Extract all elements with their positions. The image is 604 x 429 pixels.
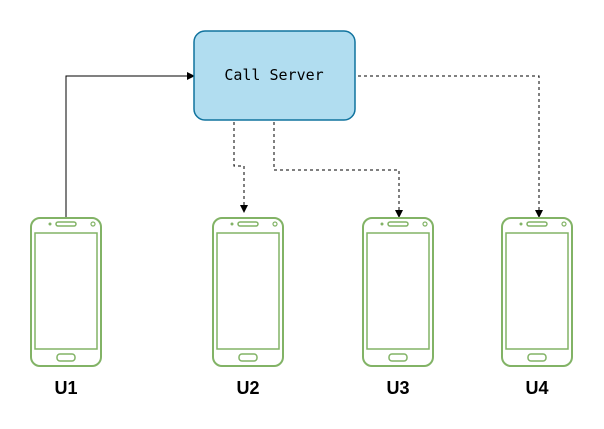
phone-sensor-icon — [230, 222, 234, 226]
phone-home-button-icon — [56, 353, 76, 362]
phone-u3: U3 — [362, 217, 434, 398]
edge-u1-to-server — [65, 72, 195, 221]
phone-home-button-icon — [238, 353, 258, 362]
phone-screen — [366, 232, 430, 350]
phone-sensor-icon — [380, 222, 384, 226]
call-server-label: Call Server — [224, 66, 323, 84]
phone-camera-icon — [422, 221, 428, 227]
call-server-node: Call Server — [193, 30, 356, 121]
phone-screen — [34, 232, 98, 350]
phone-body — [212, 217, 284, 367]
phone-sensor-icon — [519, 222, 523, 226]
phone-screen — [505, 232, 569, 350]
phone-body — [501, 217, 573, 367]
phone-home-button-icon — [527, 353, 547, 362]
phone-speaker-icon — [237, 221, 259, 227]
phone-speaker-icon — [387, 221, 409, 227]
phone-label-u3: U3 — [386, 378, 409, 398]
phones: U1 U2 U3 U4 — [30, 217, 573, 398]
phone-u2: U2 — [212, 217, 284, 398]
phone-camera-icon — [561, 221, 567, 227]
phone-body — [362, 217, 434, 367]
edge-server-to-u4 — [358, 75, 543, 218]
edge-server-to-u3 — [273, 122, 403, 218]
edge-server-to-u2 — [233, 122, 248, 213]
phone-speaker-icon — [55, 221, 77, 227]
phone-sensor-icon — [48, 222, 52, 226]
phone-u4: U4 — [501, 217, 573, 398]
phone-body — [30, 217, 102, 367]
phone-label-u2: U2 — [236, 378, 259, 398]
phone-u1: U1 — [30, 217, 102, 398]
phone-label-u4: U4 — [525, 378, 548, 398]
phone-camera-icon — [90, 221, 96, 227]
call-server-box — [193, 30, 356, 121]
phone-home-button-icon — [388, 353, 408, 362]
phone-camera-icon — [272, 221, 278, 227]
phone-label-u1: U1 — [54, 378, 77, 398]
phone-speaker-icon — [526, 221, 548, 227]
edges — [65, 72, 543, 221]
phone-screen — [216, 232, 280, 350]
